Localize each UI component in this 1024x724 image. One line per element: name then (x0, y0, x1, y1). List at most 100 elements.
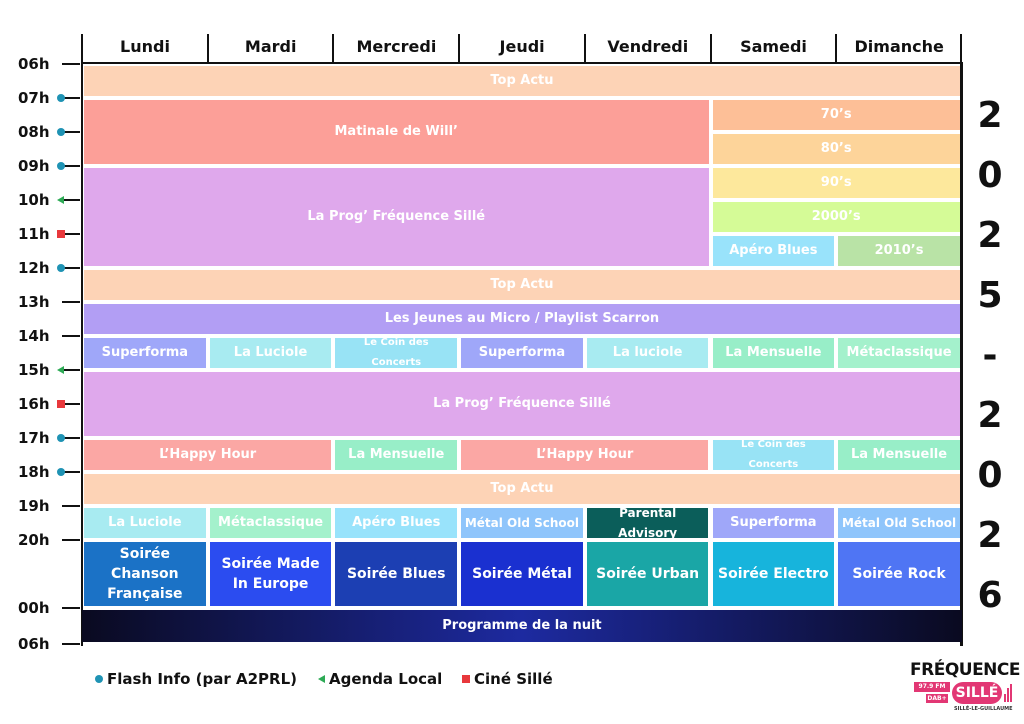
flash-info-icon (57, 434, 65, 442)
hour-tick (62, 199, 80, 201)
program-block: Apéro Blues (712, 236, 835, 266)
hour-tick (62, 233, 80, 235)
program-block: 90’s (712, 168, 960, 198)
cine-sille-icon (462, 675, 470, 683)
hour-tick (62, 131, 80, 133)
hour-label: 20h (18, 531, 50, 549)
day-label: Mercredi (356, 37, 437, 56)
flash-info-icon (57, 162, 65, 170)
header-divider (583, 34, 586, 62)
schedule-grid (81, 62, 963, 646)
legend-label: Ciné Sillé (474, 670, 553, 688)
program-block: Programme de la nuit (82, 610, 962, 642)
header-divider (332, 34, 335, 62)
header-divider (206, 34, 209, 62)
hour-tick (62, 63, 80, 65)
legend-item: Flash Info (par A2PRL) (95, 670, 297, 688)
logo-frequency: 97.9 FM (914, 682, 950, 692)
hour-tick (62, 607, 80, 609)
agenda-local-icon (318, 675, 325, 683)
hour-tick (62, 403, 80, 405)
logo-town: SILLÉ-LE-GUILLAUME (954, 706, 1013, 712)
program-block: La Prog’ Fréquence Sillé (84, 372, 960, 436)
day-label: Dimanche (854, 37, 944, 56)
cine-sille-icon (57, 400, 65, 408)
hour-label: 07h (18, 89, 50, 107)
program-block: Soirée Made In Europe (209, 542, 332, 606)
day-label: Lundi (120, 37, 170, 56)
program-block: Soirée Electro (712, 542, 835, 606)
year-character: 2 (977, 395, 1003, 436)
hour-tick (62, 301, 80, 303)
program-block: Top Actu (84, 66, 960, 96)
sound-wave-icon (1004, 684, 1012, 702)
legend-item: Agenda Local (318, 670, 442, 688)
hour-label: 17h (18, 429, 50, 447)
hour-label: 18h (18, 463, 50, 481)
year-character: 6 (977, 575, 1003, 616)
program-block: Matinale de Will’ (84, 100, 709, 164)
program-block: Parental Advisory (586, 508, 709, 538)
agenda-local-icon (57, 366, 64, 374)
day-label: Mardi (244, 37, 297, 56)
year-character: 2 (977, 515, 1003, 556)
logo-name: SILLÉ (952, 682, 1002, 704)
program-block: Superforma (84, 338, 206, 368)
hour-label: 14h (18, 327, 50, 345)
program-block: Métaclassique (838, 338, 960, 368)
program-block: La Mensuelle (838, 440, 960, 470)
program-block: Soirée Rock (838, 542, 960, 606)
hour-tick (62, 97, 80, 99)
hour-tick (62, 165, 80, 167)
hour-tick (62, 539, 80, 541)
program-block: Superforma (461, 338, 583, 368)
hour-label: 11h (18, 225, 50, 243)
flash-info-icon (95, 675, 103, 683)
program-block: Apéro Blues (335, 508, 458, 538)
year-character: 5 (977, 275, 1003, 316)
day-label: Vendredi (607, 37, 689, 56)
legend-item: Ciné Sillé (462, 670, 553, 688)
day-label: Samedi (740, 37, 807, 56)
program-block: 70’s (712, 100, 960, 130)
program-block: Soirée Chanson Française (84, 542, 206, 606)
legend-label: Flash Info (par A2PRL) (107, 670, 297, 688)
program-block: Soirée Métal (461, 542, 583, 606)
header-divider (959, 34, 962, 62)
program-block: 2000’s (712, 202, 960, 232)
year-character: 0 (977, 455, 1003, 496)
program-block: Métaclassique (209, 508, 332, 538)
agenda-local-icon (57, 196, 64, 204)
year-character: 2 (977, 215, 1003, 256)
hour-tick (62, 471, 80, 473)
flash-info-icon (57, 468, 65, 476)
program-block: La Mensuelle (335, 440, 458, 470)
hour-label: 15h (18, 361, 50, 379)
hour-label: 10h (18, 191, 50, 209)
hour-label: 16h (18, 395, 50, 413)
header-divider (709, 34, 712, 62)
header-divider (458, 34, 461, 62)
program-block: Top Actu (84, 474, 960, 504)
program-block: Le Coin des Concerts (335, 338, 458, 368)
hour-tick (62, 505, 80, 507)
program-block: Le Coin des Concerts (712, 440, 835, 470)
hour-tick (62, 335, 80, 337)
hour-label: 19h (18, 497, 50, 515)
program-block: Métal Old School (461, 508, 583, 538)
hour-label: 09h (18, 157, 50, 175)
logo-title: FRÉQUENCE (910, 660, 1021, 680)
program-block: La Prog’ Fréquence Sillé (84, 168, 709, 266)
cine-sille-icon (57, 230, 65, 238)
program-block: 2010’s (838, 236, 960, 266)
header-divider (81, 34, 83, 62)
program-block: L’Happy Hour (461, 440, 709, 470)
hour-label: 00h (18, 599, 50, 617)
year-character: 2 (977, 95, 1003, 136)
program-block: La luciole (586, 338, 709, 368)
hour-tick (62, 643, 80, 645)
program-block: Soirée Blues (335, 542, 458, 606)
program-block: 80’s (712, 134, 960, 164)
hour-label: 13h (18, 293, 50, 311)
